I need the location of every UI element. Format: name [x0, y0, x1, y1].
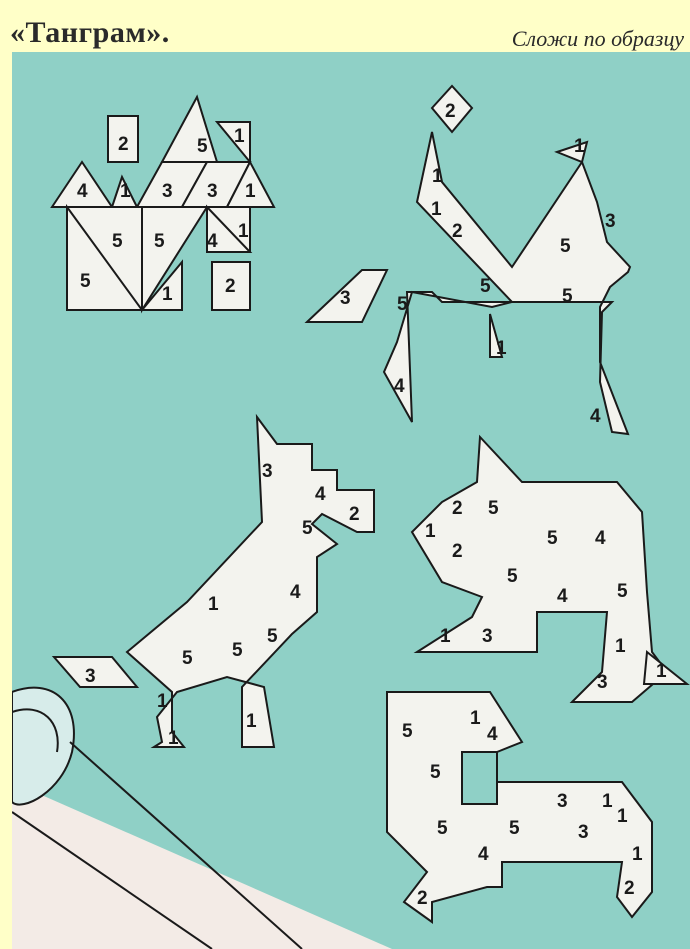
- house-label: 4: [207, 231, 218, 252]
- dog-label: 3: [262, 461, 273, 482]
- lying-label: 5: [437, 818, 448, 839]
- cat-label: 1: [425, 521, 436, 542]
- dog-label: 5: [232, 640, 243, 661]
- horse-label: 5: [397, 294, 408, 315]
- lying-label: 1: [617, 806, 628, 827]
- house-label: 5: [154, 231, 165, 252]
- horse-label: 4: [590, 406, 601, 427]
- house-label: 2: [118, 134, 129, 155]
- house-label: 5: [112, 231, 123, 252]
- page-header: «Танграм». Сложи по образцу: [0, 0, 690, 56]
- horse-label: 5: [560, 236, 571, 257]
- dog-label: 5: [302, 518, 313, 539]
- horse-label: 1: [574, 136, 585, 157]
- lying-label: 1: [632, 844, 643, 865]
- horse-label: 1: [431, 199, 442, 220]
- house-label: 5: [197, 136, 208, 157]
- dog-label: 2: [349, 504, 360, 525]
- house-label: 1: [162, 284, 173, 305]
- dog-label: 4: [315, 484, 326, 505]
- house-label: 1: [238, 221, 249, 242]
- dog-label: 1: [246, 711, 257, 732]
- cat-label: 5: [617, 581, 628, 602]
- dog-label: 4: [290, 582, 301, 603]
- page-title: «Танграм».: [10, 16, 170, 50]
- horse-label: 3: [340, 288, 351, 309]
- horse-label: 1: [432, 166, 443, 187]
- cat-label: 1: [440, 626, 451, 647]
- lying-piece: [462, 752, 497, 804]
- cat-label: 2: [452, 498, 463, 519]
- dog-label: 5: [182, 648, 193, 669]
- horse-label: 2: [445, 101, 456, 122]
- cat-label: 5: [488, 498, 499, 519]
- dog-label: 5: [267, 626, 278, 647]
- house-label: 4: [77, 181, 88, 202]
- lying-label: 2: [624, 878, 635, 899]
- tangram-board: 2 5 1 4 1 3 3 1 5 5 4 1 5 1 2 2 1 1 2 1 …: [12, 52, 690, 949]
- cat-label: 3: [482, 626, 493, 647]
- lying-label: 1: [602, 791, 613, 812]
- horse-label: 2: [452, 221, 463, 242]
- lying-label: 5: [509, 818, 520, 839]
- cat-label: 1: [615, 636, 626, 657]
- house-label: 1: [245, 181, 256, 202]
- lying-label: 4: [478, 844, 489, 865]
- house-label: 1: [120, 181, 131, 202]
- lying-label: 5: [402, 721, 413, 742]
- lying-label: 3: [557, 791, 568, 812]
- dog-label: 3: [85, 666, 96, 687]
- horse-label: 3: [605, 211, 616, 232]
- house-label: 1: [234, 126, 245, 147]
- cat-label: 5: [547, 528, 558, 549]
- lying-label: 4: [487, 724, 498, 745]
- dog-label: 1: [157, 691, 168, 712]
- cat-label: 4: [595, 528, 606, 549]
- lying-label: 1: [470, 708, 481, 729]
- house-label: 3: [207, 181, 218, 202]
- lying-label: 3: [578, 822, 589, 843]
- cat-label: 4: [557, 586, 568, 607]
- cat-label: 2: [452, 541, 463, 562]
- horse-label: 1: [496, 338, 507, 359]
- dog-label: 1: [208, 594, 219, 615]
- lying-label: 5: [430, 762, 441, 783]
- dog-label: 1: [168, 728, 179, 749]
- horse-label: 4: [394, 376, 405, 397]
- cat-label: 5: [507, 566, 518, 587]
- house-label: 3: [162, 181, 173, 202]
- horse-label: 5: [562, 286, 573, 307]
- house-label: 2: [225, 276, 236, 297]
- cat-label: 1: [656, 661, 667, 682]
- lying-label: 2: [417, 888, 428, 909]
- house-label: 5: [80, 271, 91, 292]
- page-subtitle: Сложи по образцу: [512, 26, 684, 52]
- horse-label: 5: [480, 276, 491, 297]
- cat-label: 3: [597, 672, 608, 693]
